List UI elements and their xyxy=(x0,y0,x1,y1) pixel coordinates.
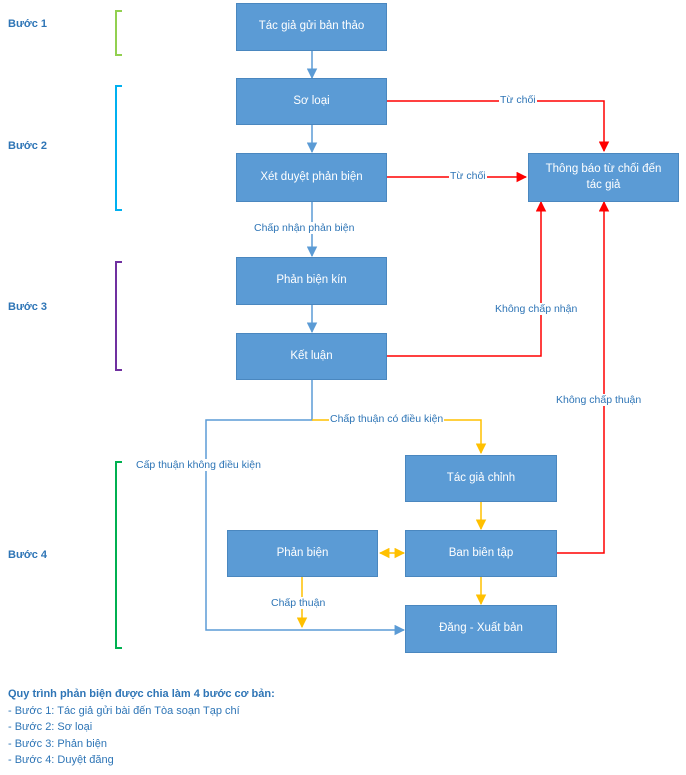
step-4-label: Bước 4 xyxy=(8,549,48,561)
label-accept-review: Chấp nhận phản biện xyxy=(253,222,356,234)
box-editorial-board: Ban biên tập xyxy=(405,530,557,577)
label-reject-2: Từ chối xyxy=(449,170,487,182)
step-2-label: Bước 2 xyxy=(8,140,48,152)
label-not-accept: Không chấp nhận xyxy=(494,303,579,315)
step-3-label: Bước 3 xyxy=(8,301,48,313)
step2-bracket xyxy=(115,85,122,211)
notes-item-4: - Bước 4: Duyệt đăng xyxy=(8,754,114,766)
step-1-label: Bước 1 xyxy=(8,18,48,30)
label-unconditional: Cấp thuận không điều kiện xyxy=(135,459,262,471)
box-preliminary: Sơ loại xyxy=(236,78,387,125)
arrow-unconditional-to-publish xyxy=(205,380,406,636)
box-notify-rejection: Thông báo từ chối đến tác giả xyxy=(528,153,679,202)
process-notes: Quy trình phản biện được chia làm 4 bước… xyxy=(8,686,275,769)
notes-item-3: - Bước 3: Phản biện xyxy=(8,737,107,750)
label-reject-1: Từ chối xyxy=(499,94,537,106)
arrow-not-accept xyxy=(387,200,547,357)
step4-bracket xyxy=(115,461,122,649)
box-main-author: Tác giả chỉnh xyxy=(405,455,557,502)
box-blind-review: Phản biện kín xyxy=(236,257,387,305)
box-publish: Đăng - Xuất bản xyxy=(405,605,557,653)
label-conditional: Chấp thuận có điều kiện xyxy=(329,413,445,425)
notes-item-2: - Bước 2: Sơ loại xyxy=(8,721,93,733)
box-reviewer: Phản biện xyxy=(227,530,378,577)
box-conclusion: Kết luận xyxy=(236,333,387,380)
arrow-reject-preliminary xyxy=(387,100,610,153)
label-not-approved: Không chấp thuận xyxy=(555,394,643,406)
box-review-approval: Xét duyệt phản biện xyxy=(236,153,387,202)
notes-item-1: - Bước 1: Tác giả gửi bài đến Tòa soạn T… xyxy=(8,704,240,717)
label-approved: Chấp thuận xyxy=(270,597,327,609)
step1-bracket xyxy=(115,10,122,56)
arrow-not-approved xyxy=(557,200,610,554)
notes-heading: Quy trình phản biện được chia làm 4 bước… xyxy=(8,688,275,700)
box-submit-manuscript: Tác giả gửi bản thảo xyxy=(236,3,387,51)
step3-bracket xyxy=(115,261,122,371)
